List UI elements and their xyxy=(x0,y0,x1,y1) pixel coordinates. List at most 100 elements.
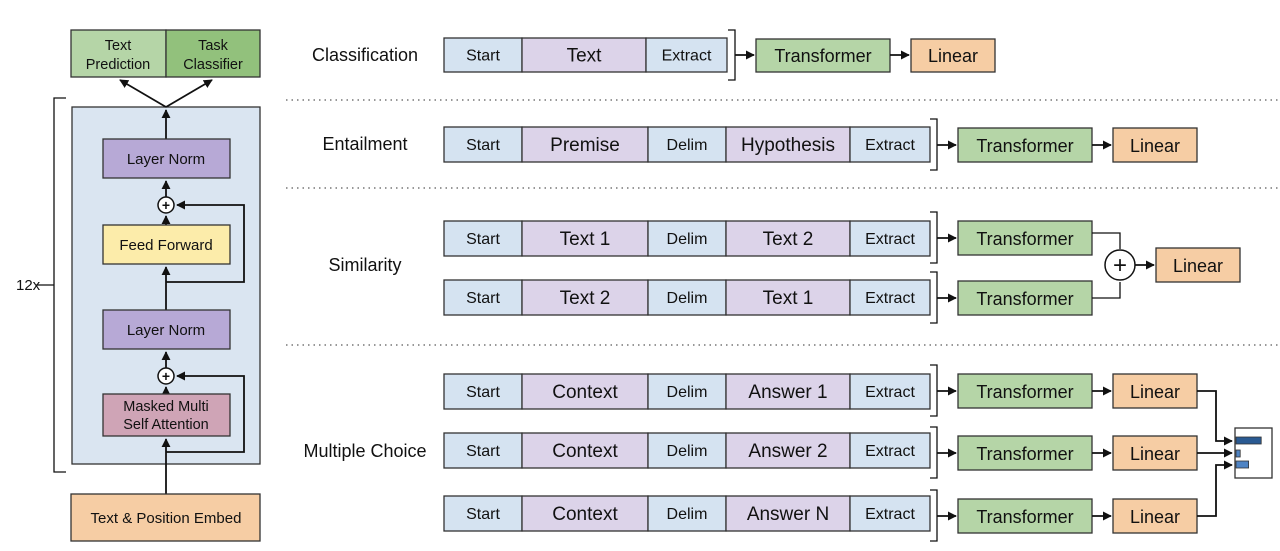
classification-transformer-label: Transformer xyxy=(774,46,871,66)
residual-add-top-icon xyxy=(157,196,175,214)
repeat-label: 12x xyxy=(16,277,41,294)
mc-transformer-3-label: Transformer xyxy=(976,507,1073,527)
similarity-linear-label: Linear xyxy=(1173,256,1223,276)
entailment-bracket xyxy=(930,118,938,171)
entailment-token-hypothesis: Hypothesis xyxy=(741,135,835,156)
mc-1-token-context: Context xyxy=(552,382,618,403)
repeat-bracket xyxy=(53,97,66,473)
residual-bottom-path xyxy=(166,371,245,453)
text-position-embed-box xyxy=(70,493,261,542)
similarity-2-token-text-2-box xyxy=(521,279,649,316)
mc-1-token-answer-1: Answer 1 xyxy=(748,382,827,403)
entailment-token-extract-box xyxy=(849,126,931,163)
mc-bracket-2 xyxy=(930,426,938,479)
mc-1-token-extract: Extract xyxy=(865,384,915,401)
mc-3-token-start-box xyxy=(443,495,523,532)
mc-1-token-start-box xyxy=(443,373,523,410)
entailment-token-start-box xyxy=(443,126,523,163)
mc-2-token-context: Context xyxy=(552,441,618,462)
softmax-box xyxy=(1234,427,1273,479)
mc-transformer-1-box xyxy=(957,373,1093,409)
similarity-bracket-2 xyxy=(930,271,938,324)
softmax-bar-3 xyxy=(1235,460,1250,469)
classification-token-extract: Extract xyxy=(662,48,712,65)
mc-3-token-extract: Extract xyxy=(865,506,915,523)
classification-linear-label: Linear xyxy=(928,46,978,66)
mc-1-token-extract-box xyxy=(849,373,931,410)
head-arrow-left xyxy=(119,79,167,108)
classification-linear-box xyxy=(910,38,996,73)
text-position-embed-label: Text & Position Embed xyxy=(91,510,242,527)
mc-3-token-delim-box xyxy=(647,495,727,532)
entailment-token-extract: Extract xyxy=(865,137,915,154)
classification-token-text-box xyxy=(521,37,647,73)
similarity-transformer-1-box xyxy=(957,220,1093,256)
similarity-transformer-1-label: Transformer xyxy=(976,229,1073,249)
softmax-bar-1 xyxy=(1235,436,1262,445)
masked-attention-box xyxy=(102,393,231,437)
similarity-1-token-text-1: Text 1 xyxy=(560,229,611,250)
similarity-1-token-extract: Extract xyxy=(865,231,915,248)
similarity-merge-bottom xyxy=(1092,282,1121,299)
residual-add-bottom-sign: + xyxy=(162,368,170,384)
entailment-token-premise: Premise xyxy=(550,135,620,156)
mc-transformer-1-label: Transformer xyxy=(976,382,1073,402)
text-prediction-label-1: Text xyxy=(105,38,132,54)
entailment-token-start: Start xyxy=(466,137,500,154)
entailment-token-delim-box xyxy=(647,126,727,163)
mc-transformer-3-box xyxy=(957,498,1093,534)
layer-norm-bottom xyxy=(102,309,231,350)
task-classifier-label-2: Classifier xyxy=(183,57,243,73)
text-prediction-label-2: Prediction xyxy=(86,57,150,73)
layer-norm-top-label: Layer Norm xyxy=(127,151,205,168)
mc-2-token-extract: Extract xyxy=(865,443,915,460)
similarity-2-token-extract: Extract xyxy=(865,290,915,307)
softmax-bars xyxy=(1235,436,1262,469)
mc-transformer-2-label: Transformer xyxy=(976,444,1073,464)
feed-forward-box xyxy=(102,224,231,265)
layer-norm-bottom-label: Layer Norm xyxy=(127,322,205,339)
entailment-token-hypothesis-box xyxy=(725,126,851,163)
residual-top-path xyxy=(166,200,245,283)
mc-linear-3-label: Linear xyxy=(1130,507,1180,527)
classification-token-start: Start xyxy=(466,48,500,65)
similarity-label: Similarity xyxy=(328,255,401,275)
mc-linear-1-label: Linear xyxy=(1130,382,1180,402)
similarity-1-token-text-2: Text 2 xyxy=(763,229,814,250)
layer-norm-top xyxy=(102,138,231,179)
mc-2-token-start: Start xyxy=(466,443,500,460)
mc-1-token-context-box xyxy=(521,373,649,410)
similarity-2-token-text-2: Text 2 xyxy=(560,288,611,309)
similarity-add-sign: + xyxy=(1113,252,1127,279)
classification-token-text: Text xyxy=(567,46,603,67)
similarity-transformer-2-label: Transformer xyxy=(976,289,1073,309)
similarity-bracket-1 xyxy=(930,211,938,264)
transformer-model: 12x Text Prediction Task Classifier Laye… xyxy=(16,29,261,542)
softmax-bar-2 xyxy=(1235,449,1241,458)
mc-2-token-delim: Delim xyxy=(667,443,708,460)
mc-2-token-start-box xyxy=(443,432,523,469)
mc-merge-1 xyxy=(1197,390,1233,446)
similarity-transformer-2-box xyxy=(957,280,1093,316)
masked-attention-label-1: Masked Multi xyxy=(123,399,208,415)
entailment-linear-label: Linear xyxy=(1130,136,1180,156)
mc-bracket-3 xyxy=(930,489,938,542)
mc-merge-3 xyxy=(1197,460,1233,517)
classification-bracket xyxy=(728,29,736,81)
entailment-transformer-box xyxy=(957,127,1093,163)
entailment-linear-box xyxy=(1112,127,1198,163)
mc-3-token-context: Context xyxy=(552,504,618,525)
similarity-1-token-text-2-box xyxy=(725,220,851,257)
similarity-2-token-extract-box xyxy=(849,279,931,316)
mc-linear-2-box xyxy=(1112,435,1198,471)
